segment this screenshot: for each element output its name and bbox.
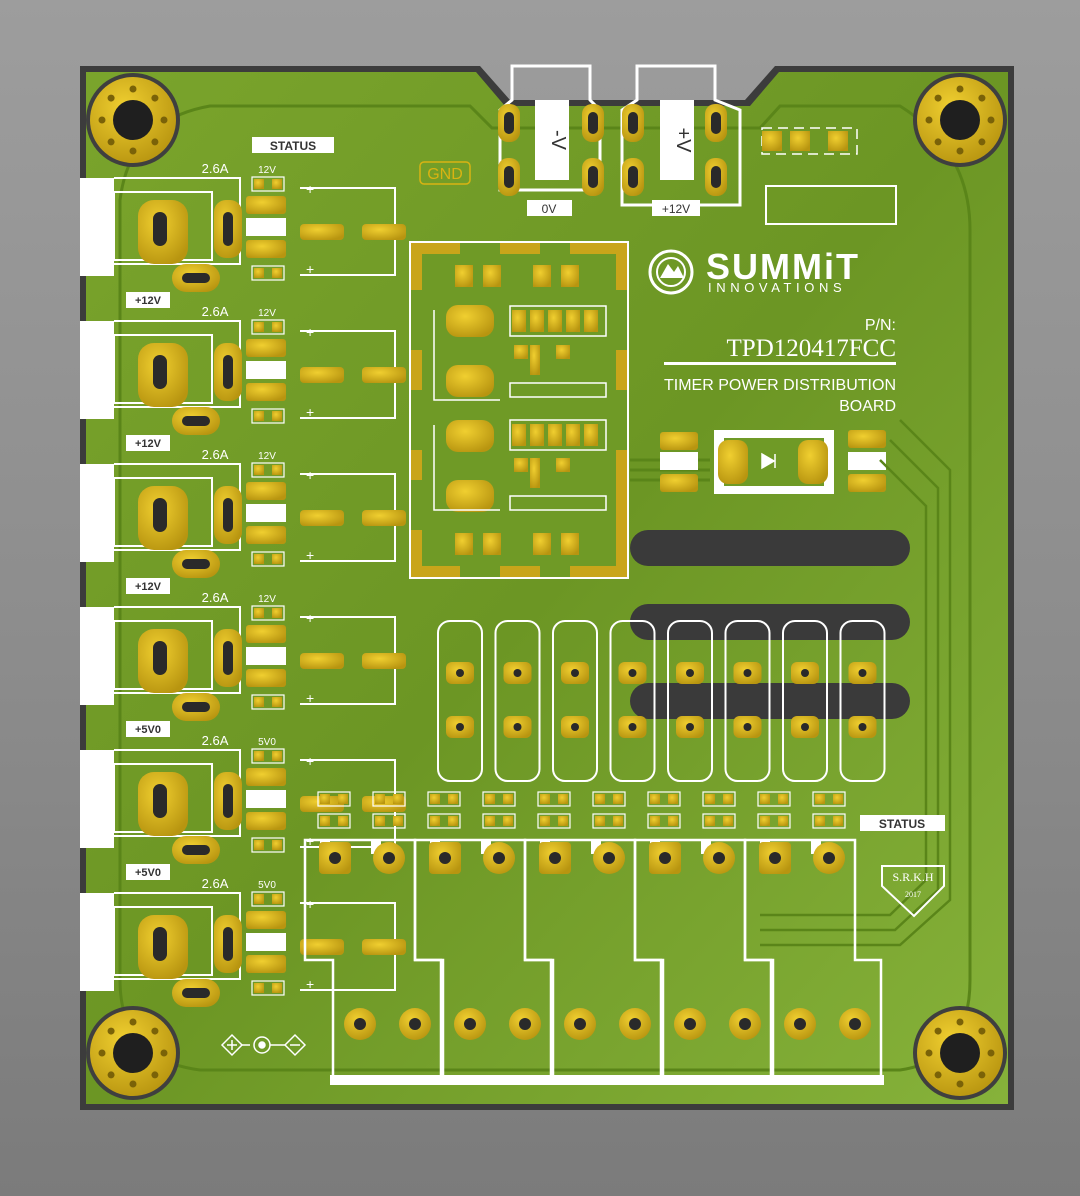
fuse-holder [667,620,713,782]
connector-housing [80,750,114,848]
plus-sign: + [306,547,314,563]
rail-label: +5V0 [135,867,161,879]
plus-sign: + [306,690,314,706]
diode-footprint [630,430,886,494]
rail-label: +12V [135,581,162,593]
smd-resistors-top-right [761,127,897,225]
channel-current-label: 2.6A [202,304,229,319]
channel-voltage-label: 12V [258,165,276,176]
fuse-holder [494,620,541,782]
minus-v-label: -V [547,130,569,151]
plus-sign: + [306,261,314,277]
output-channel: 2.6A 12V + + +12V [80,161,406,308]
channel-current-label: 2.6A [202,876,229,891]
channel-current-label: 2.6A [202,733,229,748]
stamp-initials: S.R.K.H [892,870,933,884]
plus-sign: + [306,324,314,340]
zero-v-label: 0V [542,202,557,216]
right-traces [760,419,952,947]
connector-housing [80,178,114,276]
board-description-line1: TIMER POWER DISTRIBUTION [664,377,896,394]
fuse-holder [437,620,483,782]
status-led [592,791,626,829]
mounting-hole [86,73,180,167]
designer-stamp: S.R.K.H 2017 [881,865,945,918]
channel-voltage-label: 12V [258,594,276,605]
stamp-year: 2017 [905,890,921,899]
status-led [757,791,791,829]
plus-sign: + [306,467,314,483]
status-label-right: STATUS [879,817,925,831]
fuse-holders [437,620,886,782]
terminal-block [633,838,773,1082]
plus-12v-input-label: +12V [662,202,690,216]
plus-sign: + [306,976,314,992]
plus-sign: + [306,610,314,626]
connector-housing [80,321,114,419]
terminal-block [743,838,883,1082]
status-led [647,791,681,829]
board-description-line2: BOARD [839,398,896,415]
mounting-holes [86,73,1007,1100]
channel-voltage-label: 12V [258,308,276,319]
fuse-holder [724,620,771,782]
fuse-holder [552,620,598,782]
fuse-holder [839,620,886,782]
channel-voltage-label: 5V0 [258,737,276,748]
mounting-hole [913,1006,1007,1100]
rail-label: +12V [135,438,162,450]
part-number: TPD120417FCC [727,335,896,362]
output-channel: 2.6A 12V + + +5V0 [80,590,406,737]
channel-current-label: 2.6A [202,447,229,462]
terminal-block [523,838,663,1082]
brand-name: SUMMiT [706,246,860,287]
brand-subname: INNOVATIONS [708,280,846,295]
connector-housing [80,893,114,991]
output-channel: 2.6A 12V + + +12V [80,304,406,451]
status-led [482,791,516,829]
fuse-holder [609,620,656,782]
mounting-hole [913,73,1007,167]
connector-housing [80,464,114,562]
gnd-label: GND [427,166,463,183]
rail-label: +12V [135,295,162,307]
terminal-blocks [303,838,884,1085]
terminal-block [413,838,553,1082]
channel-voltage-label: 5V0 [258,880,276,891]
output-channel: 2.6A 12V + + +12V [80,447,406,594]
status-led-row [317,791,846,829]
status-led [427,791,461,829]
connector-housing [80,607,114,705]
status-led [317,791,351,829]
plus-sign: + [306,181,314,197]
fuse-holder [782,620,828,782]
status-led [702,791,736,829]
plus-sign: + [306,404,314,420]
mounting-hole [86,1006,180,1100]
status-led [812,791,846,829]
part-number-label: P/N: [865,317,896,334]
brand-logo: SUMMiT INNOVATIONS [648,246,860,295]
status-led [537,791,571,829]
channel-current-label: 2.6A [202,590,229,605]
power-input-connectors: -V +V 0V +12V [498,64,742,216]
dc-polarity-symbol [220,1033,307,1057]
status-label-top: STATUS [270,139,316,153]
plus-sign: + [306,753,314,769]
status-led [372,791,406,829]
channel-current-label: 2.6A [202,161,229,176]
regulator-block [409,241,629,579]
channel-voltage-label: 12V [258,451,276,462]
rail-label: +5V0 [135,724,161,736]
plus-sign: + [306,896,314,912]
output-channel: 2.6A 5V0 + + [80,876,406,1007]
plus-v-label: +V [672,127,694,153]
